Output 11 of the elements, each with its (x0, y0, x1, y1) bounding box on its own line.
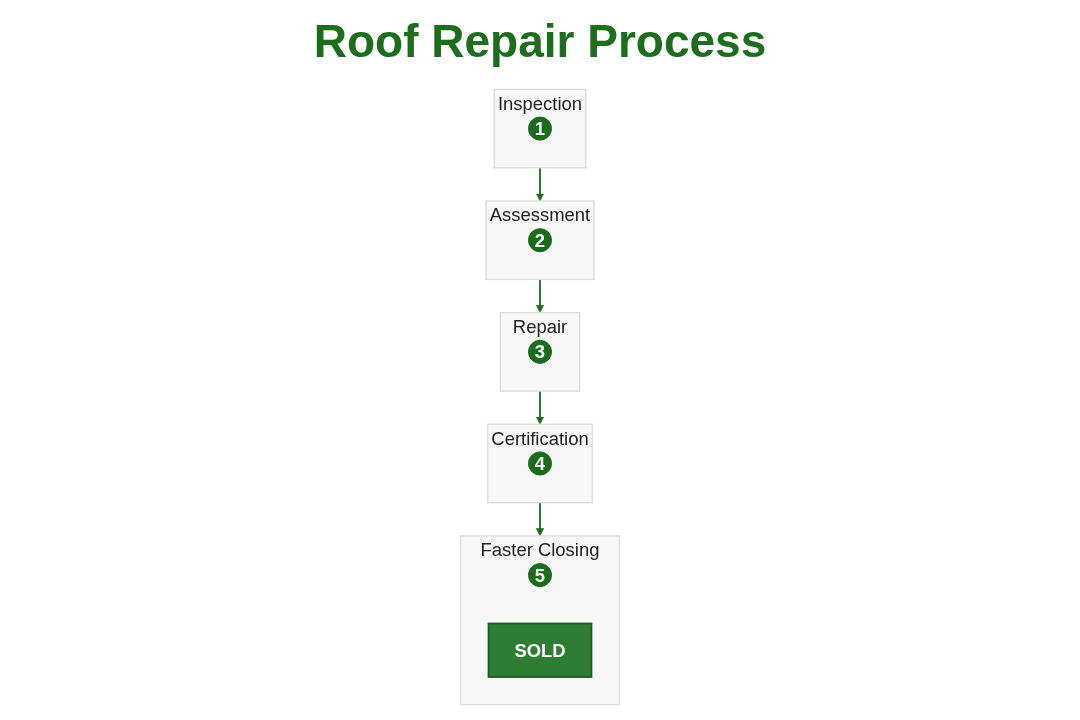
title: Roof Repair Process (312, 14, 768, 69)
arrow (535, 501, 545, 537)
node-circle: 5 (527, 563, 553, 588)
node-circle: 1 (527, 116, 553, 141)
node-box: SOLD (487, 622, 593, 678)
node-circle: 3 (527, 339, 553, 364)
arrow (535, 390, 545, 425)
node-circle: 4 (527, 451, 553, 476)
node-circle: 2 (527, 228, 553, 253)
arrow (535, 278, 545, 313)
arrow (535, 166, 545, 202)
